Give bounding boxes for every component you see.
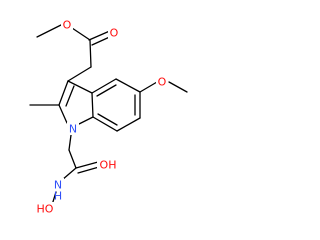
bond-c4-c5 <box>115 78 141 93</box>
hydroxamic-oh-atom: HO <box>34 202 56 216</box>
bond-o-carbonyl <box>71 27 91 41</box>
bond-c3a-c4-inner <box>96 84 117 97</box>
amide-oh-label: OH <box>100 159 117 172</box>
bond-c5-methoxy-o <box>139 81 158 93</box>
bonds <box>29 23 188 206</box>
bond-c7-c7a <box>92 116 118 132</box>
hydroxamic-h-label: H <box>54 190 62 203</box>
bond-ch2-c3 <box>67 66 92 82</box>
bond-ch2-amide-c <box>68 149 77 169</box>
bond-c3a-c4 <box>91 78 117 94</box>
hydroxamic-n-label: N <box>54 179 62 192</box>
bond-c3-c3a <box>67 80 93 94</box>
amide-oh-atom: OH <box>97 158 119 172</box>
hydroxamic-oh-label: HO <box>37 203 54 216</box>
bond-c6-c7 <box>116 117 141 132</box>
chemical-structure-diagram: O O O N OH N H HO <box>29 18 188 216</box>
methoxy-o-atom: O <box>156 75 168 89</box>
indole-n-atom: N <box>67 122 79 136</box>
bond-methyl-o <box>36 23 64 38</box>
bond-amide-c-o-1 <box>75 161 99 169</box>
ester-o-ring-label: O <box>63 19 72 32</box>
bond-amide-c-n <box>61 167 77 181</box>
bond-carbonyl-ch2 <box>89 39 92 68</box>
ester-o-carbonyl-label: O <box>110 27 119 40</box>
hydroxamic-n-atom: N H <box>52 178 64 203</box>
bond-n1-ch2 <box>68 134 72 151</box>
atom-labels: O O O N OH N H HO <box>34 18 168 216</box>
bond-c3a-c7a <box>91 92 94 118</box>
bond-c2-n1 <box>58 104 68 124</box>
indole-n-label: N <box>69 123 77 136</box>
bond-c3-c2-a <box>58 80 69 106</box>
bond-n1-c7a <box>78 116 94 125</box>
bond-methoxy-o-ch3 <box>168 81 188 93</box>
ester-o-carbonyl-atom: O <box>108 26 120 40</box>
bond-amide-c-o-2 <box>77 166 100 174</box>
bond-c3-c2-b <box>65 85 75 107</box>
ester-o-ring-atom: O <box>61 18 73 32</box>
methoxy-o-label: O <box>158 76 167 89</box>
bond-c7-c7a-inner <box>97 113 118 126</box>
